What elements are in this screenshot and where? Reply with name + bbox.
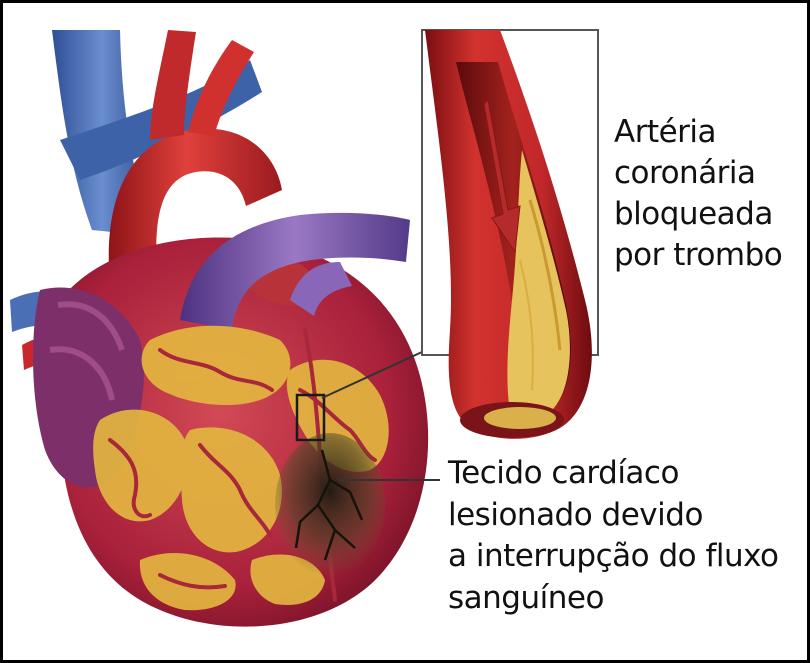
artery-label-line-4: por trombo (614, 235, 782, 276)
tissue-label-line-1: Tecido cardíaco (448, 453, 779, 495)
artery-label-line-2: coronária (614, 153, 782, 194)
artery-label-line-3: bloqueada (614, 194, 782, 235)
artery-label: Artéria coronária bloqueada por trombo (614, 112, 782, 276)
tissue-label: Tecido cardíaco lesionado devido a inter… (448, 453, 779, 619)
tissue-label-line-4: sanguíneo (448, 578, 779, 620)
artery-label-line-1: Artéria (614, 112, 782, 153)
magnified-artery (425, 30, 592, 439)
damaged-tissue (275, 433, 385, 577)
tissue-label-line-2: lesionado devido (448, 495, 779, 537)
tissue-label-line-3: a interrupção do fluxo (448, 536, 779, 578)
